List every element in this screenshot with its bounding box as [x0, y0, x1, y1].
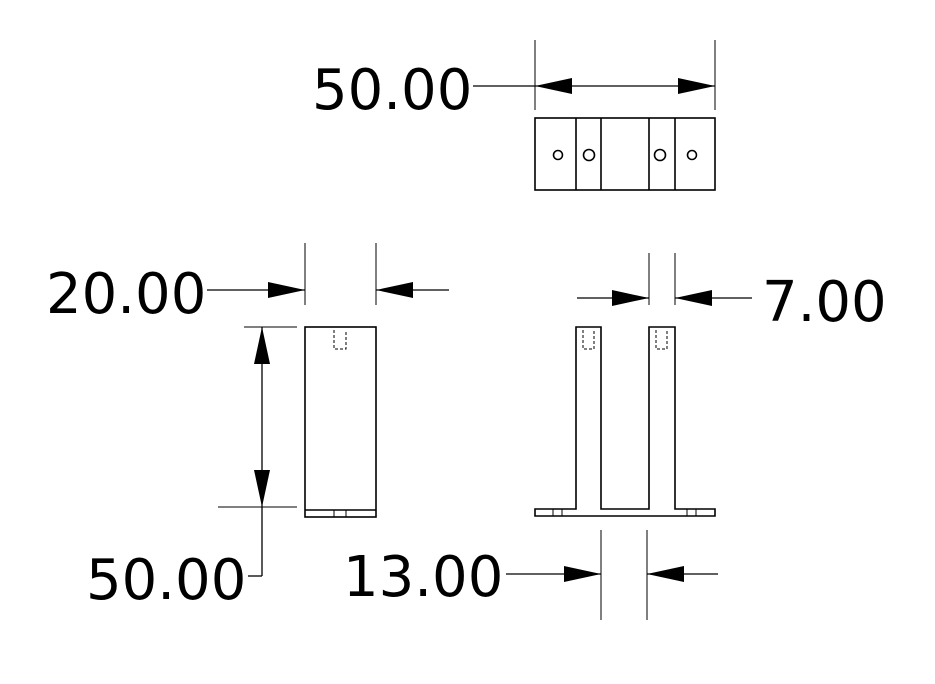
- arrowhead: [564, 566, 601, 582]
- hidden-slot: [333, 330, 347, 350]
- arrowhead: [535, 78, 572, 94]
- dim-label-rib-gap: 13.00: [343, 545, 503, 610]
- side-view: [304, 326, 377, 518]
- dim-label-side-height: 50.00: [86, 548, 246, 613]
- dim-top-width: 50.00: [312, 40, 716, 123]
- hole-circle: [686, 149, 698, 161]
- dim-side-thickness: 20.00: [46, 243, 449, 327]
- top-view-outline: [534, 117, 716, 191]
- arrowhead: [678, 78, 715, 94]
- hole-circle: [653, 148, 667, 162]
- hole-circle: [582, 148, 596, 162]
- arrowhead: [254, 470, 270, 507]
- dim-label-rib-thickness: 7.00: [762, 270, 887, 335]
- dim-rib-gap: 13.00: [343, 530, 718, 620]
- arrowhead: [647, 566, 684, 582]
- hidden-slot: [655, 330, 668, 350]
- arrowhead: [268, 282, 305, 298]
- dim-side-height: 50.00: [86, 326, 297, 613]
- side-view-outline: [304, 326, 377, 518]
- front-view: [534, 326, 716, 517]
- top-view: [534, 117, 716, 191]
- dim-label-top-width: 50.00: [312, 58, 472, 123]
- arrowhead: [675, 290, 712, 306]
- hidden-slot: [582, 330, 595, 350]
- dim-rib-thickness: 7.00: [577, 253, 887, 335]
- dim-label-side-thickness: 20.00: [46, 262, 206, 327]
- front-view-outline: [534, 326, 716, 517]
- arrowhead: [376, 282, 413, 298]
- arrowhead: [612, 290, 649, 306]
- hole-circle: [552, 149, 564, 161]
- arrowhead: [254, 327, 270, 364]
